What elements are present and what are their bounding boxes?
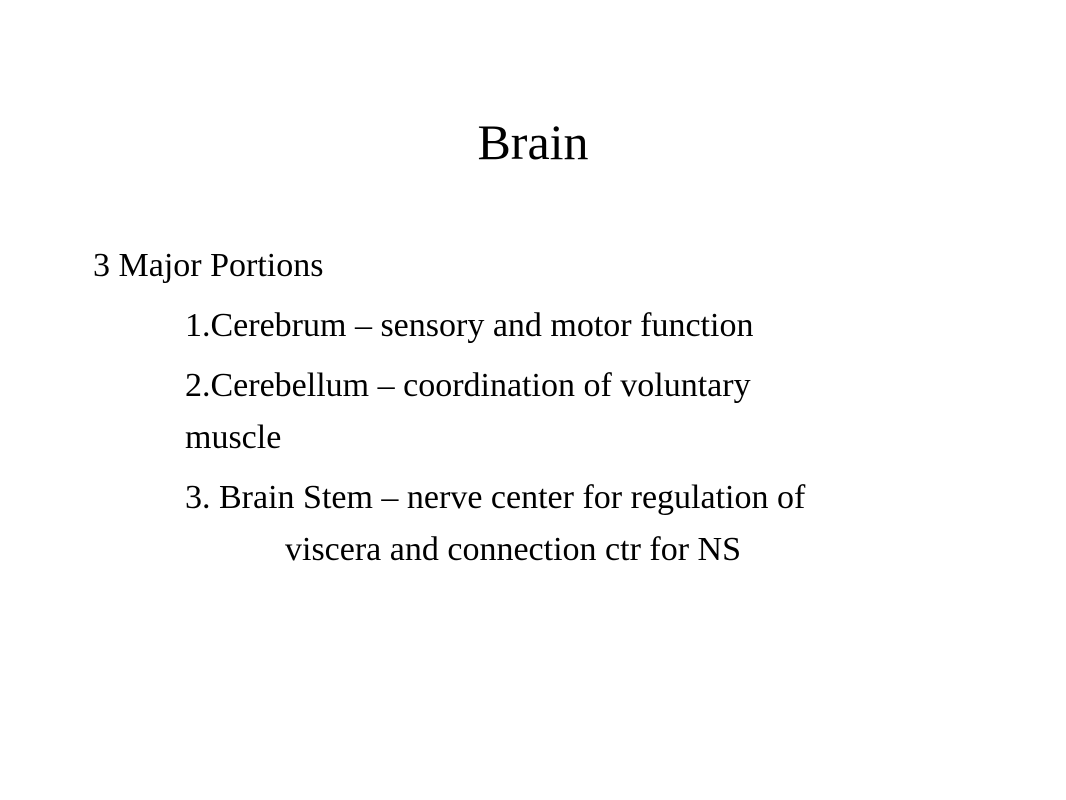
list-item-cerebellum: 2.Cerebellum – coordination of voluntary	[185, 367, 751, 404]
list-item-brain-stem-continued: viscera and connection ctr for NS	[285, 531, 741, 568]
list-item-cerebrum: 1.Cerebrum – sensory and motor function	[185, 307, 754, 344]
list-item-cerebellum-continued: muscle	[185, 419, 282, 456]
list-item-brain-stem: 3. Brain Stem – nerve center for regulat…	[185, 479, 806, 516]
slide-title: Brain	[477, 114, 589, 170]
section-heading: 3 Major Portions	[93, 247, 324, 284]
